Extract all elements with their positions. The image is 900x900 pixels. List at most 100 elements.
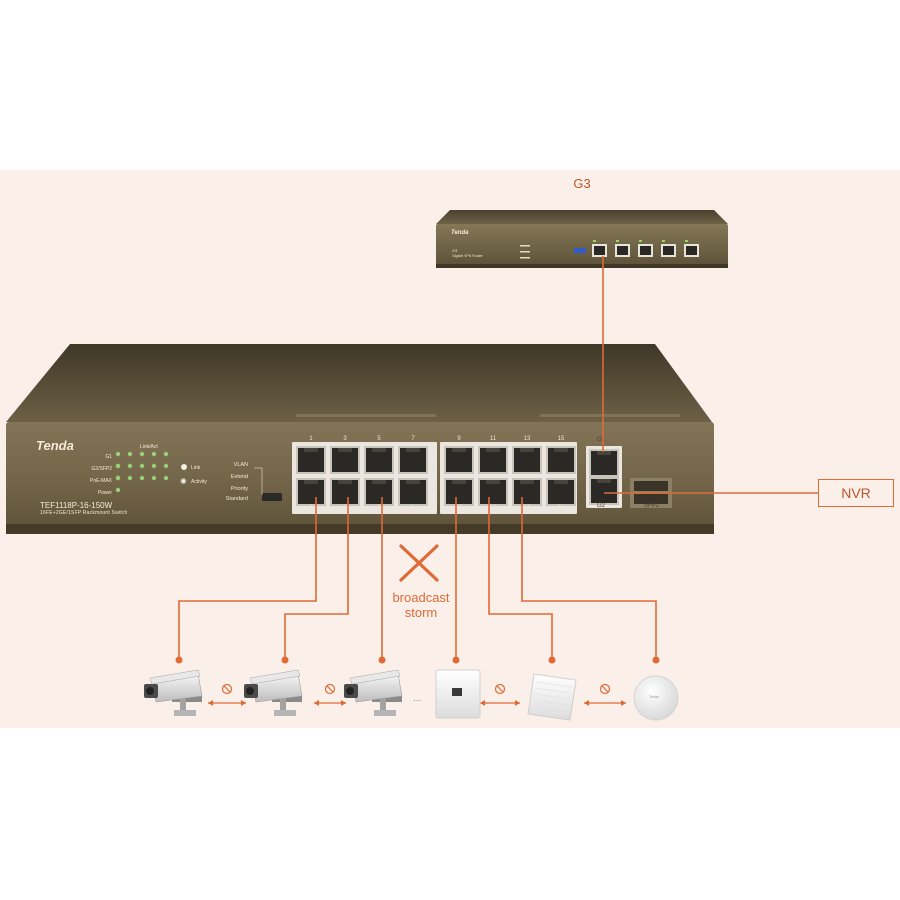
ethernet-port-2 (296, 478, 326, 506)
wall-access-point-icon (435, 669, 481, 719)
led-label-g2sfp2: G2/SFP2 (91, 466, 112, 472)
ethernet-port-12 (478, 478, 508, 506)
router-ethernet-port (684, 240, 699, 257)
status-led (115, 463, 121, 469)
status-led (127, 463, 133, 469)
status-led (163, 451, 169, 457)
port-number-16: 16 (557, 505, 565, 511)
port-number-14: 14 (523, 505, 531, 511)
led-label-g1: G1 (105, 454, 112, 460)
cctv-camera-icon (144, 669, 203, 716)
mode-extend: Extend (230, 474, 248, 480)
ethernet-port-7 (398, 446, 428, 474)
router-usb-port (574, 248, 586, 253)
status-led (151, 463, 157, 469)
cameras (144, 669, 403, 716)
broadcast-storm-label: broadcast storm (378, 590, 464, 620)
nvr-box: NVR (818, 479, 894, 507)
port-number-15: 15 (557, 436, 565, 442)
status-led (151, 475, 157, 481)
router-subtitle: Gigabit VPN Router (452, 254, 483, 258)
uplink-port-g2 (589, 477, 619, 505)
uplink-g1-label: G1 (597, 437, 606, 443)
status-led (139, 451, 145, 457)
router-title: G3 (573, 176, 591, 191)
ethernet-port-15 (546, 446, 576, 474)
port-number-6: 6 (377, 505, 381, 511)
router-model: G3 (452, 248, 458, 253)
router-status-led (520, 257, 530, 259)
switch-subtitle: 16FE+2GE/1SFP Rackmount Switch (40, 510, 128, 516)
router-ethernet-port (638, 240, 653, 257)
port-number-10: 10 (455, 505, 463, 511)
router-ethernet-port (592, 240, 607, 257)
link-legend-icon (181, 464, 187, 470)
ethernet-port-9 (444, 446, 474, 474)
status-led (115, 475, 121, 481)
legend-activity: Activity (191, 479, 207, 485)
storm-line1: broadcast (392, 590, 450, 605)
ethernet-port-16 (546, 478, 576, 506)
poe-switch (6, 344, 714, 534)
status-led (127, 475, 133, 481)
ethernet-port-5 (364, 446, 394, 474)
mode-priority: Priority (230, 486, 248, 492)
ethernet-port-4 (330, 478, 360, 506)
access-points (435, 669, 679, 721)
status-led (163, 463, 169, 469)
port-number-11: 11 (489, 436, 497, 442)
nvr-label: NVR (841, 485, 871, 501)
ethernet-port-10 (444, 478, 474, 506)
square-access-point-icon (527, 673, 577, 721)
sfp2-label: SFP2 (644, 503, 660, 509)
ethernet-port-6 (364, 478, 394, 506)
status-led (127, 451, 133, 457)
ceiling-access-point-icon (633, 675, 679, 721)
router-ethernet-port (615, 240, 630, 257)
mode-vlan: VLAN (233, 462, 248, 468)
router-ethernet-port (661, 240, 676, 257)
led-header: Link/Act (140, 444, 158, 450)
status-led (163, 475, 169, 481)
led-label-power: Power (97, 490, 112, 496)
router-brand: Tenda (451, 230, 469, 236)
led-label-poemax: PoE-MAX (90, 478, 112, 484)
switch-brand: Tenda (36, 438, 74, 453)
port-number-12: 12 (489, 505, 497, 511)
cctv-camera-icon (344, 669, 403, 716)
port-number-7: 7 (411, 436, 415, 442)
port-number-2: 2 (309, 505, 313, 511)
router-status-led (520, 245, 530, 247)
port-number-13: 13 (523, 436, 531, 442)
uplink-g2-label: G2 (597, 503, 606, 509)
ethernet-port-3 (330, 446, 360, 474)
activity-legend-icon: ✺ (180, 477, 187, 486)
port-number-5: 5 (377, 436, 381, 442)
port-number-3: 3 (343, 436, 347, 442)
cctv-camera-icon (244, 669, 303, 716)
port-number-9: 9 (457, 436, 461, 442)
g3-router (436, 210, 728, 268)
mode-button (262, 493, 282, 501)
port-number-8: 8 (411, 505, 415, 511)
status-led (139, 475, 145, 481)
ethernet-port-13 (512, 446, 542, 474)
port-number-4: 4 (343, 505, 347, 511)
uplink-port-g1 (589, 449, 619, 477)
status-led (139, 463, 145, 469)
ellipsis: ... (413, 693, 422, 704)
router-status-led (520, 251, 530, 253)
ethernet-port-11 (478, 446, 508, 474)
status-led (115, 487, 121, 493)
ethernet-port-1 (296, 446, 326, 474)
ceiling-ap-brand: Tenda (649, 695, 659, 699)
switch-model: TEF1118P-16-150W (40, 501, 113, 510)
legend-link: Link (191, 465, 201, 471)
mode-standard: Standard (225, 496, 248, 502)
status-led (115, 451, 121, 457)
status-led (151, 451, 157, 457)
port-number-1: 1 (309, 436, 313, 442)
storm-line2: storm (404, 605, 438, 620)
ethernet-port-14 (512, 478, 542, 506)
ethernet-port-8 (398, 478, 428, 506)
